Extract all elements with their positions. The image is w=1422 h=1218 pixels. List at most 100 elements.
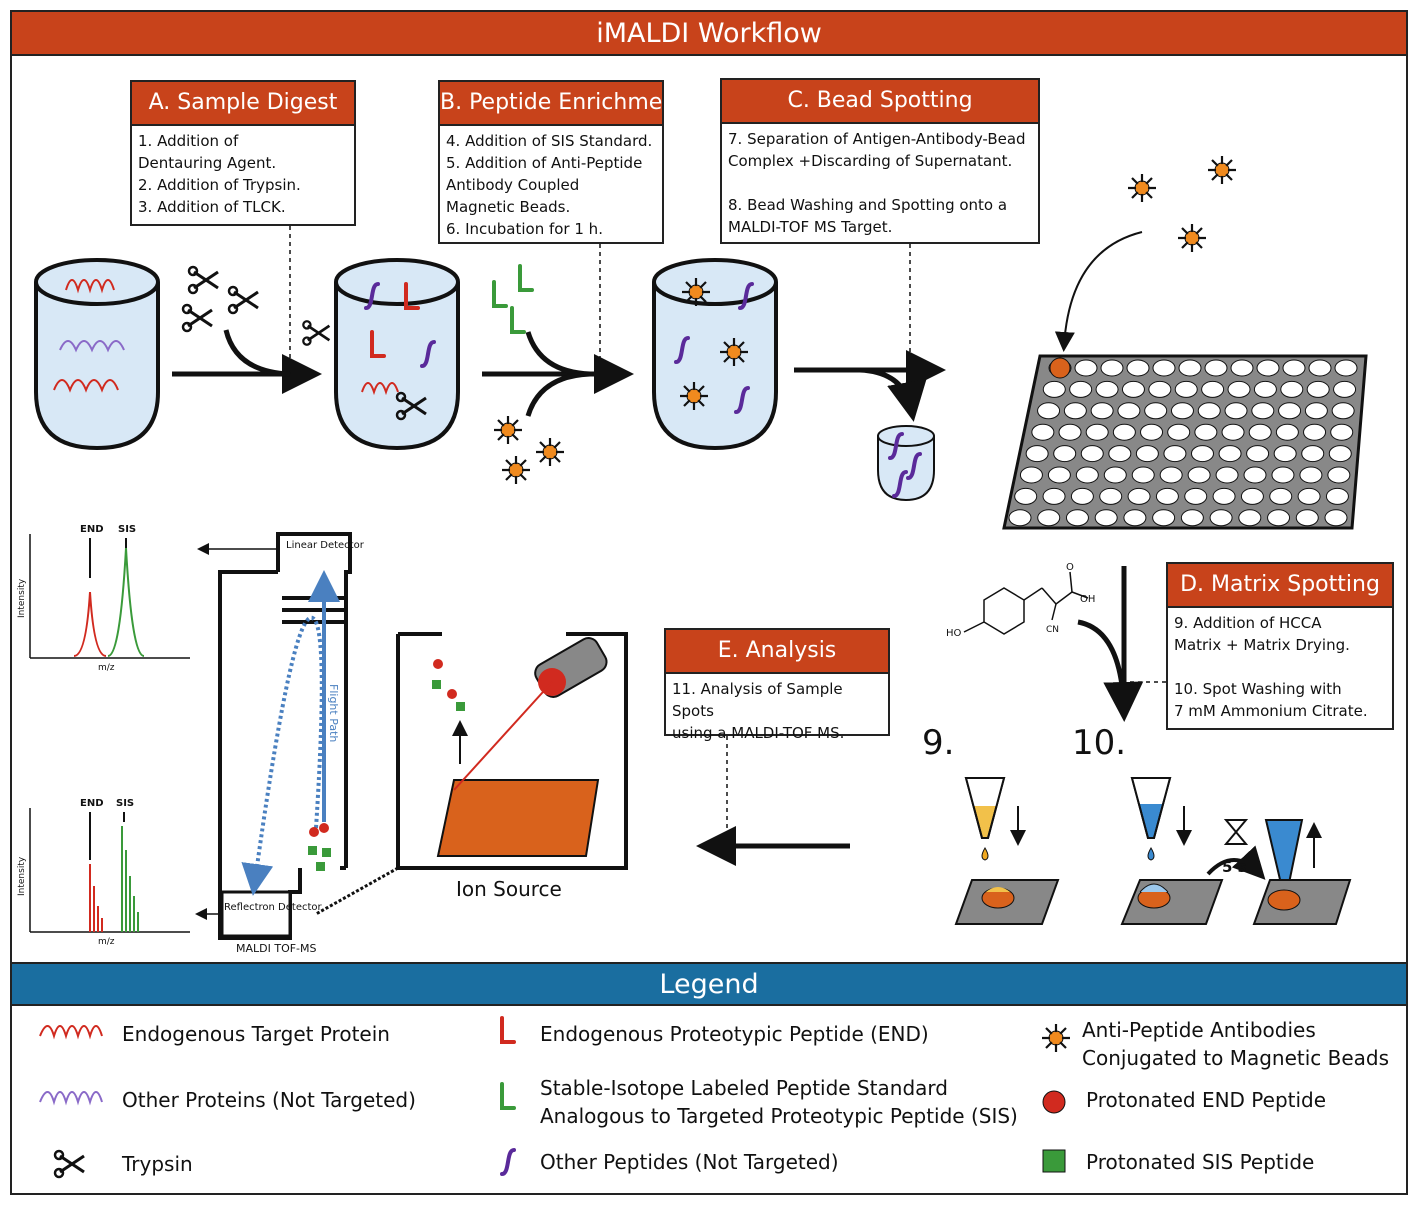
pipette-9 xyxy=(954,777,1060,925)
plate-well xyxy=(1330,423,1354,441)
spectrum1-end: END xyxy=(80,524,104,535)
plate-well xyxy=(1074,359,1098,377)
plate-well xyxy=(1306,380,1330,398)
plate-well xyxy=(1251,402,1275,420)
plate-well xyxy=(1212,487,1236,505)
other-peptide-icon xyxy=(500,1148,516,1176)
antibody-bead-icon xyxy=(1040,1022,1072,1054)
plate-well xyxy=(1327,466,1351,484)
plate-well xyxy=(1117,402,1141,420)
legend-label-2: Other Proteins (Not Targeted) xyxy=(122,1088,416,1112)
linear-detector-label: Linear Detector xyxy=(286,540,365,551)
step-e-header: E. Analysis xyxy=(666,630,888,674)
plate-well xyxy=(1278,402,1302,420)
plate-well xyxy=(1152,509,1176,527)
plate-well xyxy=(1042,380,1066,398)
plate-well xyxy=(1256,359,1280,377)
plate-well xyxy=(1204,359,1228,377)
plate-well xyxy=(1163,445,1187,463)
bead-complex-2 xyxy=(1206,154,1238,186)
plate-well xyxy=(1075,466,1099,484)
plate-well xyxy=(1053,445,1077,463)
plate-well xyxy=(1100,359,1124,377)
plate-well xyxy=(1148,380,1172,398)
legend-label-4: Endogenous Proteotypic Peptide (END) xyxy=(540,1022,929,1046)
step-d-box: D. Matrix Spotting 9. Addition of HCCA M… xyxy=(1166,562,1394,730)
plate-well xyxy=(1058,423,1082,441)
plate-well xyxy=(1131,466,1155,484)
plate-well xyxy=(1037,509,1061,527)
plate-well xyxy=(1246,445,1270,463)
step-a-box: A. Sample Digest 1. Addition of Dentauri… xyxy=(130,80,356,226)
spectrum2-mz: m/z xyxy=(98,937,115,947)
legend-label-7: Anti-Peptide Antibodies Conjugated to Ma… xyxy=(1082,1018,1390,1070)
plate-well xyxy=(1121,380,1145,398)
plate-well xyxy=(1230,359,1254,377)
pipette-10 xyxy=(1120,777,1352,925)
plate-well xyxy=(1303,423,1327,441)
trypsin-icon-2 xyxy=(181,303,214,333)
step-b-body: 4. Addition of SIS Standard. 5. Addition… xyxy=(446,132,653,238)
plate-well xyxy=(1152,359,1176,377)
maldi-target-plate xyxy=(1002,354,1368,530)
tube-digest xyxy=(34,258,160,451)
hcca-oh: OH xyxy=(1080,594,1095,605)
plate-well xyxy=(1080,445,1104,463)
legend-label-1: Endogenous Target Protein xyxy=(122,1022,390,1046)
plate-well xyxy=(1282,359,1306,377)
spectrum1-intensity: Intensity xyxy=(17,578,27,618)
plate-well xyxy=(1299,466,1323,484)
plate-well xyxy=(1019,466,1043,484)
end-peptide-icon xyxy=(500,1016,516,1044)
bead-icon-1 xyxy=(492,414,524,446)
tube-digested xyxy=(301,258,460,451)
protonated-end-icon xyxy=(1042,1090,1066,1114)
plate-well xyxy=(1112,423,1136,441)
step-c-header: C. Bead Spotting xyxy=(722,80,1038,124)
plate-well xyxy=(1190,445,1214,463)
sis-peptide-icon xyxy=(500,1082,516,1110)
plate-well xyxy=(1008,509,1032,527)
step-10-label: 10. xyxy=(1072,723,1126,763)
trypsin-icon-3 xyxy=(227,285,260,315)
plate-well xyxy=(1184,487,1208,505)
plate-well xyxy=(1301,445,1325,463)
plate-well xyxy=(1197,402,1221,420)
protonated-sis-icon xyxy=(1042,1149,1066,1173)
plate-well xyxy=(1308,359,1332,377)
plate-well xyxy=(1221,423,1245,441)
step-d-body: 9. Addition of HCCA Matrix + Matrix Dryi… xyxy=(1174,614,1368,720)
spectrum1-sis: SIS xyxy=(118,524,136,535)
legend-label-5: Stable-Isotope Labeled Peptide Standard … xyxy=(540,1076,1018,1128)
plate-well xyxy=(1209,509,1233,527)
plate-well xyxy=(1275,423,1299,441)
plate-well xyxy=(1280,380,1304,398)
plate-well xyxy=(1174,380,1198,398)
plate-well xyxy=(1144,402,1168,420)
bead-complex-1 xyxy=(1126,172,1158,204)
plate-well xyxy=(1215,466,1239,484)
endogenous-protein-icon xyxy=(39,1025,103,1040)
plate-well xyxy=(1042,487,1066,505)
plate-well xyxy=(1085,423,1109,441)
ion-source xyxy=(396,632,628,870)
plate-well xyxy=(1267,509,1291,527)
flight-path-label: Flight Path xyxy=(327,684,340,742)
page-title: iMALDI Workflow xyxy=(12,12,1406,56)
legend-icons xyxy=(39,1016,1072,1179)
bead-complex-3 xyxy=(1176,222,1208,254)
hcca-cn: CN xyxy=(1046,625,1059,635)
plate-well xyxy=(1224,402,1248,420)
plate-well xyxy=(1103,466,1127,484)
plate-well xyxy=(1243,466,1267,484)
step-a-header: A. Sample Digest xyxy=(132,82,354,126)
spectrum2-end: END xyxy=(80,798,104,809)
plate-well xyxy=(1238,509,1262,527)
plate-well xyxy=(1127,487,1151,505)
plate-well xyxy=(1187,466,1211,484)
spotted-well xyxy=(1049,357,1071,379)
supernatant-tube xyxy=(877,425,935,502)
plate-well xyxy=(1178,359,1202,377)
step-c-box: C. Bead Spotting 7. Separation of Antige… xyxy=(720,78,1040,244)
plate-well xyxy=(1304,402,1328,420)
